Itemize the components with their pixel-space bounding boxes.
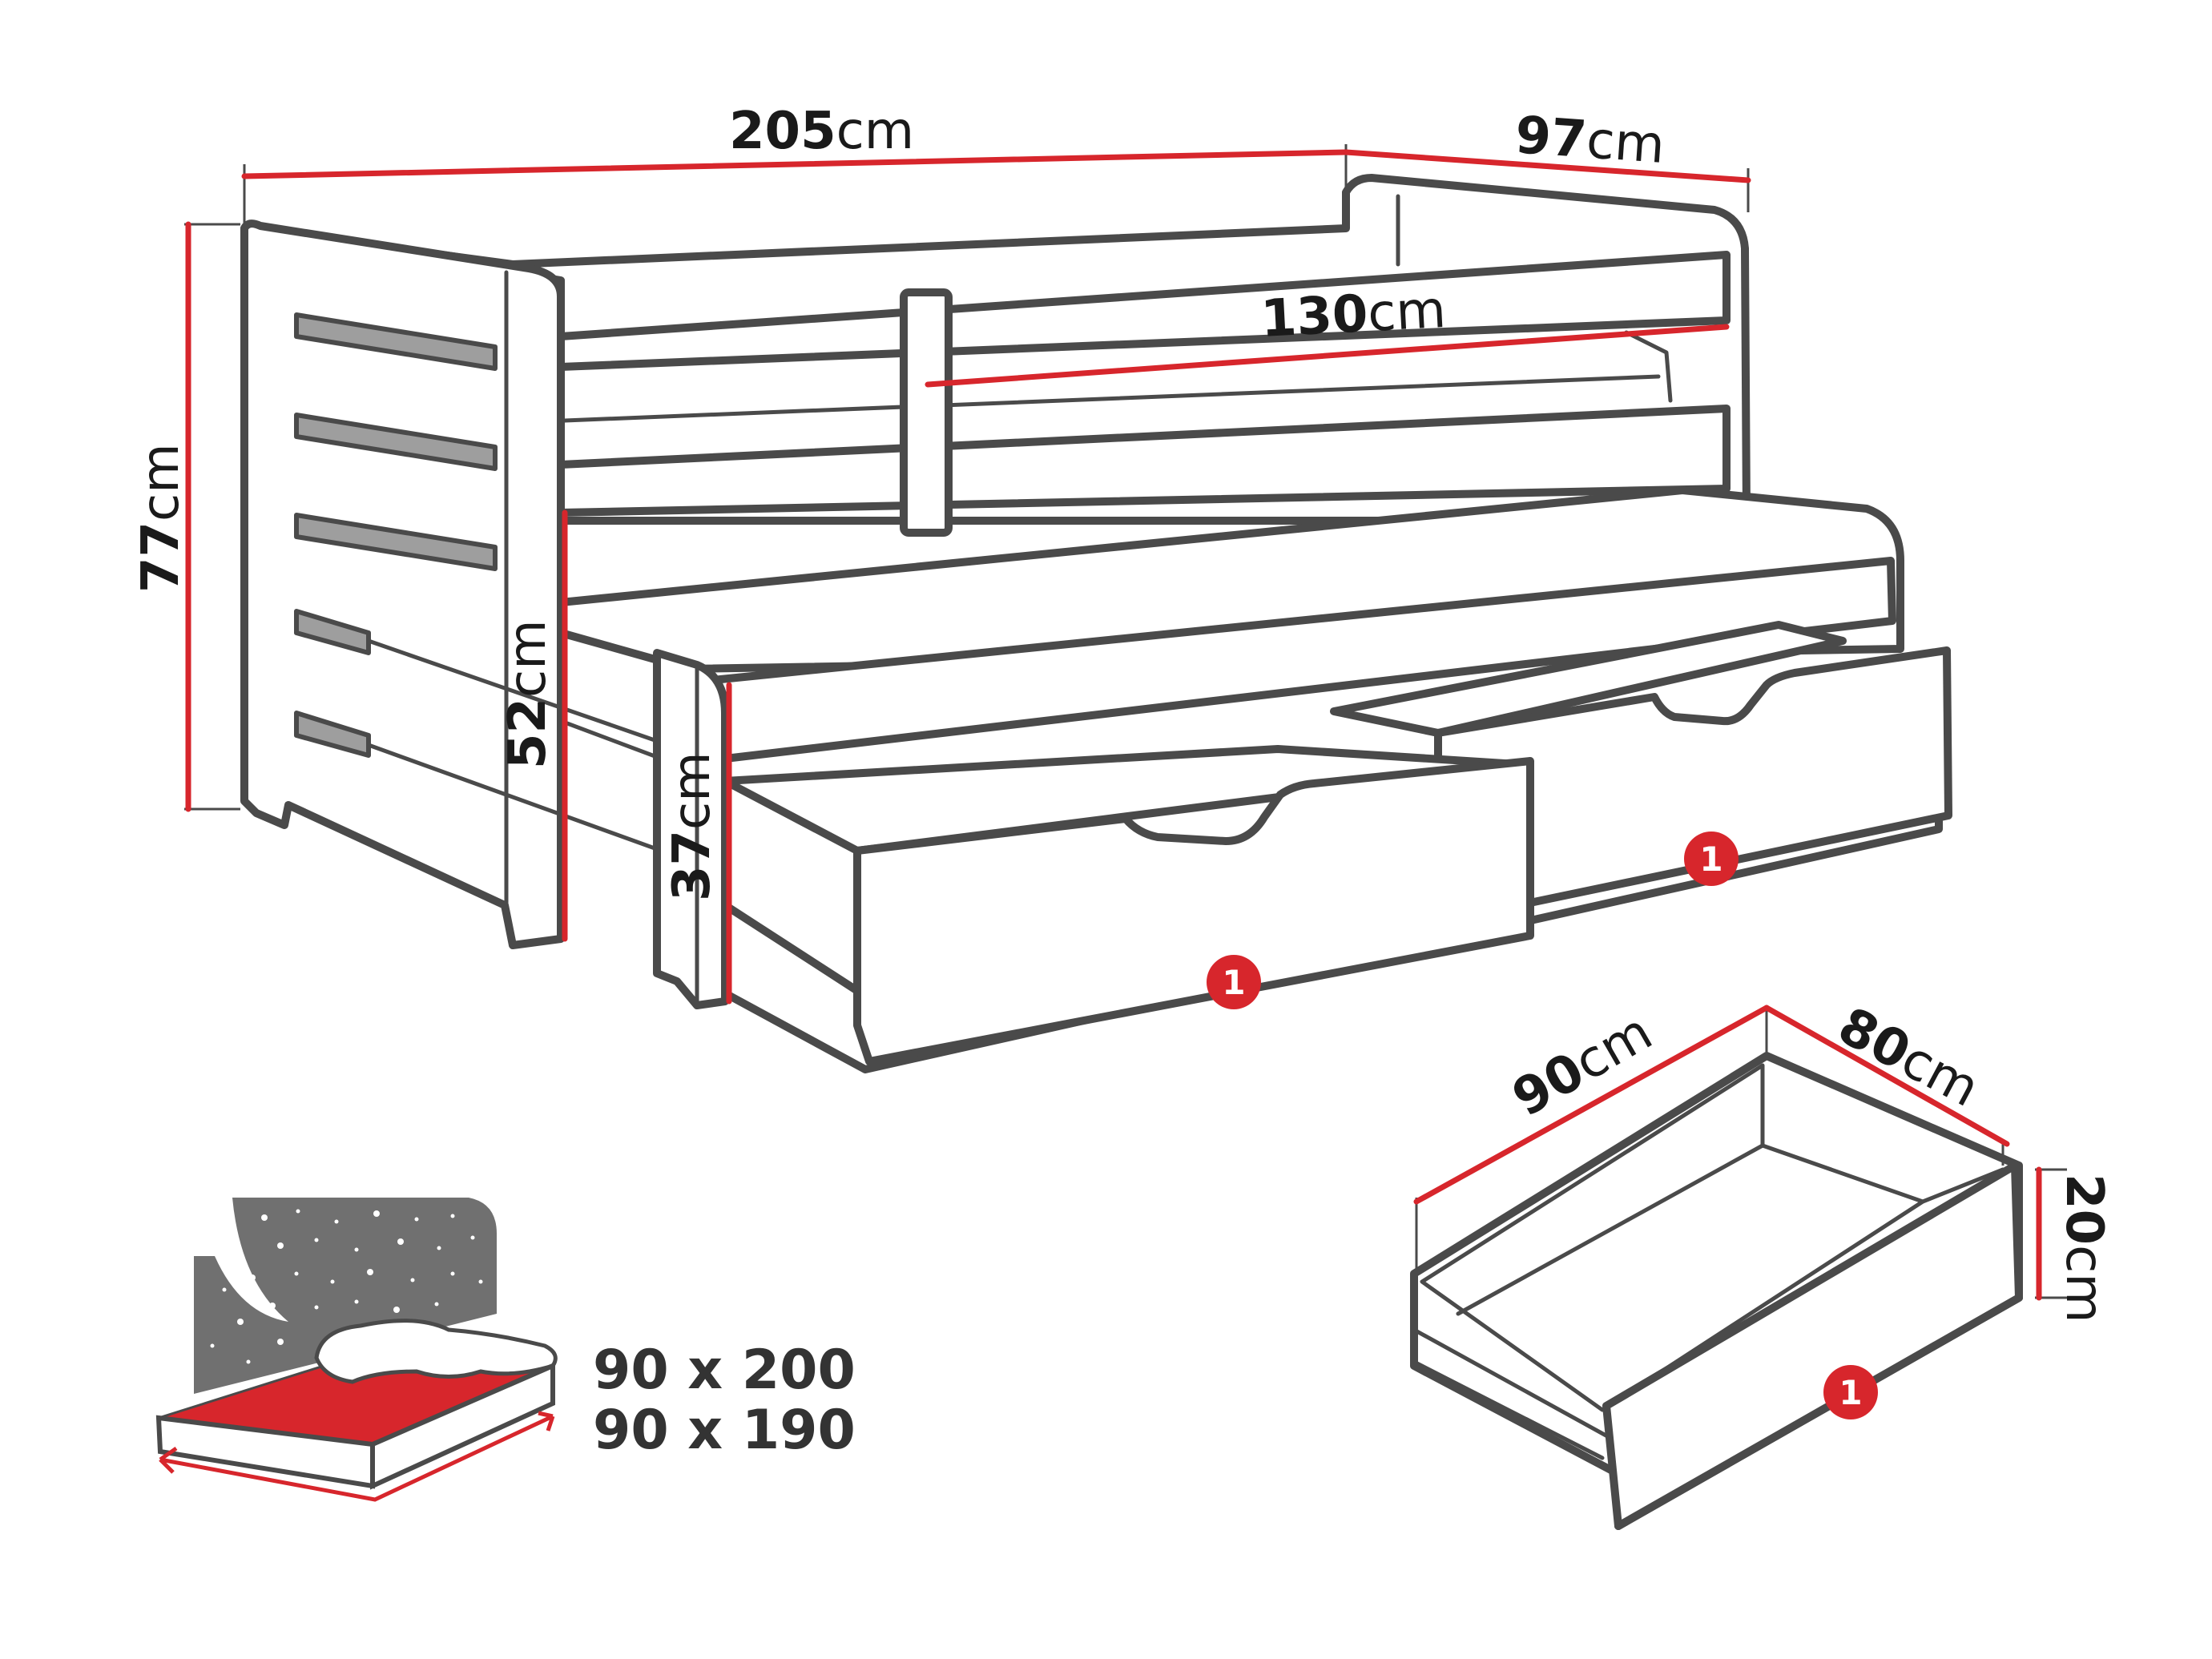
star-icon bbox=[249, 1274, 256, 1281]
badge-drawer-detail-circle bbox=[1823, 1365, 1878, 1419]
drawer-ext-lines bbox=[1415, 1005, 2067, 1299]
badge-drawer-right-label: 1 bbox=[1699, 840, 1722, 879]
bed-headboard-inner-line bbox=[1396, 194, 1673, 403]
dim-line-bed-depth bbox=[1343, 149, 1751, 183]
star-icon bbox=[437, 1246, 441, 1250]
star-icon bbox=[296, 1209, 300, 1214]
star-icon bbox=[410, 1278, 415, 1283]
ext-lines-left bbox=[184, 223, 240, 811]
mattress-icon bbox=[155, 1198, 558, 1502]
mattress-right-side bbox=[370, 1362, 555, 1490]
star-icon bbox=[237, 1319, 244, 1325]
moon-icon bbox=[213, 1198, 288, 1322]
star-icon bbox=[314, 1305, 319, 1310]
pillow-icon bbox=[314, 1319, 558, 1384]
end-slat-1 bbox=[294, 312, 498, 371]
end-slat-4 bbox=[294, 609, 371, 655]
label-bed-height: 77cm bbox=[131, 443, 191, 593]
star-icon bbox=[434, 1302, 439, 1307]
star-icon bbox=[450, 1214, 455, 1218]
star-icon bbox=[450, 1271, 455, 1276]
badge-drawer-left-circle bbox=[1207, 955, 1261, 1009]
mattress-width-arrow bbox=[159, 1411, 555, 1502]
star-icon bbox=[277, 1242, 284, 1249]
bed-lower-rail-lines bbox=[366, 638, 659, 852]
bed-illustration bbox=[240, 174, 1952, 1073]
drawer-right-top bbox=[1330, 621, 1847, 737]
star-icon bbox=[269, 1303, 276, 1309]
mattress-sizes: 90 x 200 90 x 190 bbox=[593, 1339, 856, 1462]
drawer-detail-illustration bbox=[1410, 1052, 2023, 1530]
dim-line-drawer-length bbox=[1413, 1005, 1770, 1205]
trundle-side-panel bbox=[653, 649, 729, 1009]
bed-left-end-panel bbox=[240, 219, 565, 949]
star-icon bbox=[314, 1238, 319, 1242]
drawer-left-front bbox=[853, 757, 1534, 1065]
badge-drawer-detail-label: 1 bbox=[1839, 1373, 1862, 1412]
bed-dimension-labels: 205cm 97cm 130cm 77cm 52cm 37cm bbox=[131, 102, 1666, 901]
mattress-size-2: 90 x 190 bbox=[593, 1399, 856, 1462]
star-icon bbox=[478, 1279, 483, 1284]
star-icon bbox=[246, 1359, 251, 1364]
badge-drawer-detail: 1 bbox=[1823, 1365, 1878, 1419]
end-slat-2 bbox=[294, 413, 498, 471]
mattress-size-1: 90 x 200 bbox=[593, 1339, 856, 1402]
bed-left-end-slats bbox=[294, 312, 498, 758]
stars bbox=[210, 1209, 483, 1364]
drawer-dimension-lines bbox=[1413, 1005, 2067, 1301]
star-icon bbox=[222, 1287, 227, 1292]
star-icon bbox=[393, 1307, 400, 1313]
dim-line-drawer-depth bbox=[1763, 1005, 2010, 1147]
label-side-height: 52cm bbox=[498, 619, 558, 769]
label-bed-depth: 97cm bbox=[1513, 106, 1666, 175]
drawer-detail-side-lines bbox=[1412, 1327, 1613, 1460]
label-rail-length: 130cm bbox=[1259, 280, 1448, 349]
star-icon bbox=[397, 1238, 404, 1245]
star-icon bbox=[367, 1269, 373, 1275]
mattress-headboard bbox=[194, 1198, 497, 1394]
badge-drawer-left-label: 1 bbox=[1222, 963, 1245, 1002]
label-bed-length: 205cm bbox=[729, 102, 914, 161]
bed-guard-post bbox=[900, 288, 953, 537]
drawer-detail-front bbox=[1602, 1162, 2023, 1530]
drawer-right-front bbox=[1434, 646, 1952, 908]
star-icon bbox=[277, 1339, 284, 1345]
bed-inner-rail-line bbox=[562, 374, 1661, 423]
dim-line-rail-length bbox=[925, 324, 1730, 388]
label-drawer-height: 20cm bbox=[2054, 1174, 2113, 1323]
star-icon bbox=[470, 1235, 475, 1240]
star-icon bbox=[354, 1247, 359, 1252]
star-icon bbox=[294, 1271, 299, 1276]
star-icon bbox=[210, 1343, 215, 1348]
badge-drawer-right: 1 bbox=[1684, 832, 1739, 886]
star-icon bbox=[414, 1217, 419, 1222]
bed-dimension-lines bbox=[184, 144, 1751, 1005]
badge-drawer-right-circle bbox=[1684, 832, 1739, 886]
badge-drawer-left: 1 bbox=[1207, 955, 1261, 1009]
star-icon bbox=[354, 1299, 359, 1304]
star-icon bbox=[330, 1279, 335, 1284]
star-icon bbox=[373, 1210, 380, 1217]
end-slat-5 bbox=[294, 711, 371, 758]
end-slat-3 bbox=[294, 513, 498, 571]
label-trundle-height: 37cm bbox=[663, 751, 722, 901]
star-icon bbox=[261, 1214, 268, 1221]
dim-line-bed-length bbox=[241, 149, 1349, 179]
drawer-detail-inner bbox=[1420, 1063, 2005, 1412]
star-icon bbox=[334, 1219, 339, 1224]
